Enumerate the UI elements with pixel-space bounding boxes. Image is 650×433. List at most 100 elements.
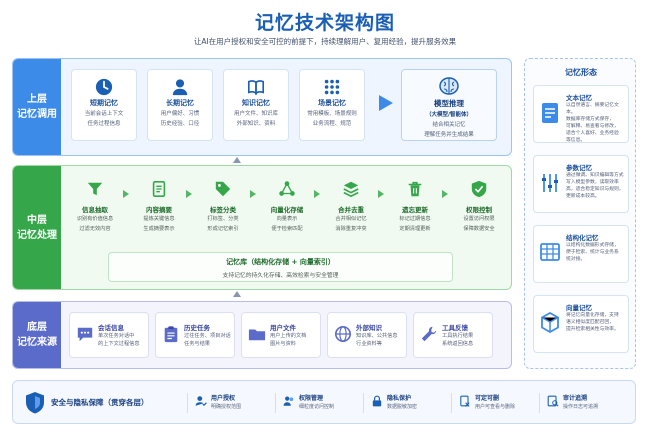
step-title: 标签分类 [210, 206, 236, 214]
user-icon [172, 79, 188, 96]
form-desc-line: 将记忆向量化存储，支持 [566, 313, 619, 318]
layers-icon [343, 181, 359, 198]
step-desc: 打标签、分类 [207, 216, 239, 222]
security-item-title: 权限管理 [299, 395, 324, 402]
shield-icon [26, 392, 44, 414]
nodes-icon [279, 181, 295, 196]
form-parameter-memory: 参数记忆 通过微调、知识编辑等方式 写入模型参数，读取效率 高，适合稳定知识与规… [533, 155, 629, 213]
step-desc: 合并相似记忆 [335, 216, 367, 222]
form-title: 参数记忆 [566, 164, 592, 172]
cube-icon [541, 312, 559, 334]
clipboard-icon [164, 326, 178, 343]
divider [187, 393, 188, 413]
doc-delete-icon [460, 395, 470, 407]
memory-store-title: 记忆库（结构化存储 + 向量索引） [226, 258, 335, 266]
form-desc-line: 更新成本较高。 [566, 194, 600, 199]
source-desc-line: 过往任务、项目对话 [184, 333, 231, 339]
source-history-tasks: 历史任务 过往任务、项目对话任务与结果 [155, 312, 235, 358]
card-scene-memory: 场景记忆 常用模板、场景规则 业务流程、规范 [299, 69, 365, 141]
memory-forms-title: 记忆形态 [565, 68, 597, 77]
step-merge-dedup: 合并去重 合并相似记忆 消除重复冲突 [321, 180, 381, 233]
grid-icon [324, 79, 340, 95]
step-title: 权限控制 [466, 206, 492, 214]
step-desc: 提炼关键信息 [143, 216, 175, 222]
security-bar: 安全与隐私保障（贯穿各层） 用户授权 明确授权范围 权限管理 细粒度访问控制 隐… [12, 380, 636, 424]
card-desc: 用户偏好、习惯 [160, 111, 200, 117]
security-item-title: 隐私保护 [387, 395, 412, 402]
table-icon [540, 243, 560, 261]
form-title: 向量记忆 [566, 304, 592, 312]
card-title: 短期记忆 [90, 99, 118, 107]
layer-memory-invocation: 上层 记忆调用 短期记忆 当前会话上下文 任务过程信息 长期记忆 用户偏好、习惯… [12, 58, 512, 156]
source-desc-line: 行业资料等 [356, 340, 382, 347]
step-desc: 标记过期信息 [399, 216, 431, 222]
page-subtitle: 让AI在用户授权和安全可控的前提下，持续理解用户、复用经验，提升服务效果 [193, 37, 457, 46]
source-desc: 过往任务、项目对话任务与结果 [184, 333, 234, 348]
form-title: 文本记忆 [566, 94, 592, 102]
form-desc-line: 适合个人喜好、业务经验 [566, 131, 619, 136]
card-desc: 常用模板、场景规则 [307, 111, 357, 117]
source-desc: 知识库、公共信息行业资料等 [356, 333, 406, 348]
form-desc: 以自然语言、摘要记忆文本。 数据库存储方式保存， 可解释、易查看与修改， 适合个… [566, 102, 626, 144]
card-title: 知识记忆 [242, 99, 270, 107]
trash-icon [408, 181, 422, 197]
form-desc-line: 通过微调、知识编辑等方式 [566, 173, 624, 178]
layer-label-top: 上层 记忆调用 [13, 59, 61, 155]
security-item-desc: 明确授权范围 [211, 404, 242, 410]
step-content-summary: 内容摘要 提炼关键信息 生成摘要表示 [129, 180, 189, 233]
step-desc: 消除重复冲突 [335, 225, 367, 232]
layer-label-bottom: 底层 记忆来源 [13, 302, 61, 368]
source-desc: 工具执行结果系统返回信息 [442, 333, 492, 348]
audit-icon [547, 395, 559, 407]
security-item-desc: 数据脱敏加密 [387, 404, 418, 410]
source-title: 历史任务 [184, 324, 210, 332]
form-vector-memory: 向量记忆 将记忆向量化存储，支持 语义相似度匹配召回， 提升检索相关性与效率。 [533, 295, 629, 353]
text-doc-icon [542, 103, 558, 123]
page-title: 记忆技术架构图 [254, 12, 395, 34]
form-desc-line: 高，适合稳定知识与规则， [566, 187, 624, 192]
form-desc: 将记忆向量化存储，支持 语义相似度匹配召回， 提升检索相关性与效率。 [566, 312, 626, 333]
source-desc-line: 用户上传的文档 [270, 333, 307, 339]
form-desc-line: 等信息。 [566, 138, 586, 143]
source-desc-line: 工具执行结果 [442, 333, 474, 339]
security-title: 安全与隐私保障（贯穿各层） [51, 398, 149, 407]
form-desc: 以结构化数据形式存储， 便于检索、统计与业务系 统对接。 [566, 242, 626, 263]
layer-label-line1: 中层 [27, 214, 47, 226]
card-model-inference: 模型推理 （大模型/智能体） 结合相关记忆 理解任务并生成结果 [401, 69, 497, 141]
divider [539, 393, 540, 413]
card-title: 模型推理 [434, 99, 464, 108]
security-viewable-deletable: 可定可删 用户可查看与删除 [459, 389, 539, 417]
divider [363, 393, 364, 413]
layer-label-line1: 上层 [27, 94, 47, 105]
security-item-desc: 用户可查看与删除 [475, 404, 516, 410]
step-permission-control: 权限控制 设置访问权限 保障数据安全 [449, 180, 509, 233]
arrow-right-icon [186, 190, 192, 198]
step-desc: 便于检索匹配 [271, 225, 303, 232]
security-user-authorization: 用户授权 明确授权范围 [195, 389, 275, 417]
step-forget-update: 遗忘更新 标记过期信息 定期清理更新 [385, 180, 445, 233]
arrow-right-icon [442, 190, 448, 198]
wrench-icon [421, 326, 437, 342]
book-icon [247, 80, 265, 96]
arrow-right-icon [378, 190, 384, 198]
security-item-desc: 细粒度访问控制 [299, 404, 335, 410]
card-desc: 用户文件、知识库 [233, 111, 278, 117]
source-desc-line: 单次任务对话中 [98, 333, 135, 339]
source-desc-line: 任务与结果 [184, 340, 210, 347]
step-desc: 过滤无效内容 [79, 225, 111, 232]
step-tag-classification: 标签分类 打标签、分类 形成记忆索引 [193, 180, 253, 233]
security-item-title: 可定可删 [475, 395, 500, 402]
memory-store: 记忆库（结构化存储 + 向量索引） 支持记忆的持久化存储、高效检索与安全管理 [108, 252, 453, 282]
form-desc-line: 数据库存储方式保存， [566, 117, 614, 122]
source-external-knowledge: 外部知识 知识库、公共信息行业资料等 [327, 312, 407, 358]
source-desc-line: 系统返回信息 [442, 340, 474, 347]
card-knowledge-memory: 知识记忆 用户文件、知识库 外部知识、资料 [223, 69, 289, 141]
step-title: 合并去重 [338, 206, 364, 214]
source-desc: 用户上传的文档图片与资料 [270, 333, 320, 348]
card-desc: 结合相关记忆 [432, 122, 466, 128]
step-title: 遗忘更新 [402, 206, 428, 214]
form-desc-line: 便于检索、统计与业务系 [566, 250, 619, 255]
arrow-right-icon [314, 190, 320, 198]
form-desc-line: 以结构化数据形式存储， [566, 243, 619, 248]
up-arrow-icon [233, 157, 241, 163]
